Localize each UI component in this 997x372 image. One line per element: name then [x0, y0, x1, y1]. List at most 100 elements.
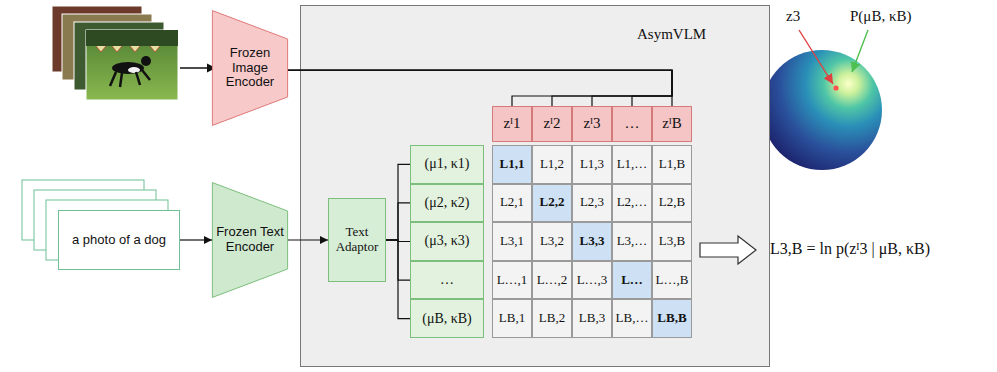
likelihood-cell: LB,1	[492, 299, 532, 338]
node-label: LB,3	[579, 311, 605, 326]
text-group: zᴵ1	[503, 115, 520, 132]
image-encoder: Frozen Image Encoder	[212, 10, 288, 126]
distribution-box: (μB, κB)	[410, 299, 484, 338]
likelihood-cell: L1,…	[612, 145, 652, 184]
text-group: zᴵ3	[583, 115, 600, 132]
text-group: L…,3	[577, 273, 608, 288]
encoder-shape	[212, 11, 287, 126]
callout-label: z3	[786, 8, 800, 25]
node-label: L1,3	[580, 157, 604, 172]
text-group: …	[440, 272, 454, 288]
node-label: L2,2	[540, 195, 565, 210]
text-group: L1,2	[540, 157, 564, 172]
text-group: L1,…	[617, 157, 648, 172]
text-group: L3,B	[659, 234, 685, 249]
sphere	[762, 30, 882, 170]
likelihood-cell: L1,2	[532, 145, 572, 184]
likelihood-cell: L2,…	[612, 184, 652, 223]
text-group: AsymVLM	[637, 26, 706, 43]
node-label: L2,3	[580, 195, 604, 210]
encoder-shape	[212, 183, 287, 298]
node-label: L3,2	[540, 234, 564, 249]
node-label: LB,B	[657, 311, 686, 326]
text-group: L2,2	[540, 195, 565, 210]
text-group: L2,3	[580, 195, 604, 210]
node-label: L3,1	[500, 234, 524, 249]
input-arrow	[180, 67, 216, 68]
dog	[110, 70, 150, 87]
text-group: LB,3	[579, 311, 605, 326]
node-label: L2,…	[617, 195, 648, 210]
text-group: Text Adaptor	[331, 225, 383, 255]
node-label: L…	[621, 273, 643, 288]
text-group: LB,2	[539, 311, 565, 326]
text-group: (μ1, κ1)	[425, 156, 470, 172]
text-group: L2,1	[500, 195, 524, 210]
likelihood-cell: L2,3	[572, 184, 612, 223]
text-group: L…,1	[497, 273, 528, 288]
node-label: (μ1, κ1)	[425, 156, 470, 172]
text-group: zᴵ2	[543, 115, 560, 132]
node-label: (μB, κB)	[422, 311, 472, 327]
node-label: L3,3	[580, 234, 605, 249]
likelihood-cell: L…,1	[492, 261, 532, 300]
node-label: L…,1	[497, 273, 528, 288]
text-group: LB,1	[499, 311, 525, 326]
node-label: zᴵ2	[543, 115, 560, 132]
node-label: L…,2	[537, 273, 568, 288]
embedding-box: …	[612, 106, 652, 142]
formula: L3,B = ln p(zᴵ3 | μB, κB)	[770, 240, 930, 258]
node-label: L2,1	[500, 195, 524, 210]
sphere	[762, 50, 882, 170]
text-group: L2,B	[659, 195, 685, 210]
text-group: LB,B	[657, 311, 686, 326]
likelihood-cell: L…	[612, 261, 652, 300]
node-label: Frozen Image Encoder	[212, 46, 288, 91]
distribution-box: (μ1, κ1)	[410, 145, 484, 184]
likelihood-cell: L3,1	[492, 222, 532, 261]
connector	[288, 239, 328, 240]
distribution-box: (μ3, κ3)	[410, 222, 484, 261]
embedding-box: zᴵ1	[492, 106, 532, 142]
embedding-box: zᴵ2	[532, 106, 572, 142]
likelihood-cell: L2,B	[652, 184, 692, 223]
node-label: zᴵB	[662, 115, 682, 132]
node-label: LB,2	[539, 311, 565, 326]
node-label: zᴵ3	[583, 115, 600, 132]
dog	[112, 62, 144, 74]
model-panel: AsymVLM zᴵ1 zᴵ2 zᴵ3 … zᴵB Text Adaptor (μ1, κ1)…	[300, 5, 770, 367]
node-label: a photo of a dog	[72, 233, 166, 248]
likelihood-cell: LB,2	[532, 299, 572, 338]
adaptor-box: Text Adaptor	[328, 198, 386, 282]
text-group: L…,2	[537, 273, 568, 288]
dog	[128, 67, 140, 73]
text-group: L3,1	[500, 234, 524, 249]
embedding-box: zᴵB	[652, 106, 692, 142]
node-label: (μ2, κ2)	[425, 195, 470, 211]
node-label: LB,…	[616, 311, 649, 326]
distribution-box: …	[410, 261, 484, 300]
text-group: zᴵB	[662, 115, 682, 132]
photo	[86, 30, 178, 100]
text-group: L1,B	[659, 157, 685, 172]
node-label: (μ3, κ3)	[425, 233, 470, 249]
likelihood-cell: L2,2	[532, 184, 572, 223]
likelihood-cell: LB,B	[652, 299, 692, 338]
text-group: a photo of a dog	[72, 233, 166, 248]
node-label: L2,B	[659, 195, 685, 210]
likelihood-cell: L…,3	[572, 261, 612, 300]
embedding-box: zᴵ3	[572, 106, 612, 142]
flags	[96, 46, 160, 52]
likelihood-cell: L3,…	[612, 222, 652, 261]
panel-title: AsymVLM	[637, 26, 706, 43]
likelihood-cell: LB,3	[572, 299, 612, 338]
trees	[86, 30, 178, 46]
text-group: L3,3	[580, 234, 605, 249]
text-group: L3,…	[617, 234, 648, 249]
likelihood-cell: L2,1	[492, 184, 532, 223]
node-label: zᴵ1	[503, 115, 520, 132]
callout-label: P(μB, κB)	[850, 8, 911, 25]
text-group: L3,2	[540, 234, 564, 249]
